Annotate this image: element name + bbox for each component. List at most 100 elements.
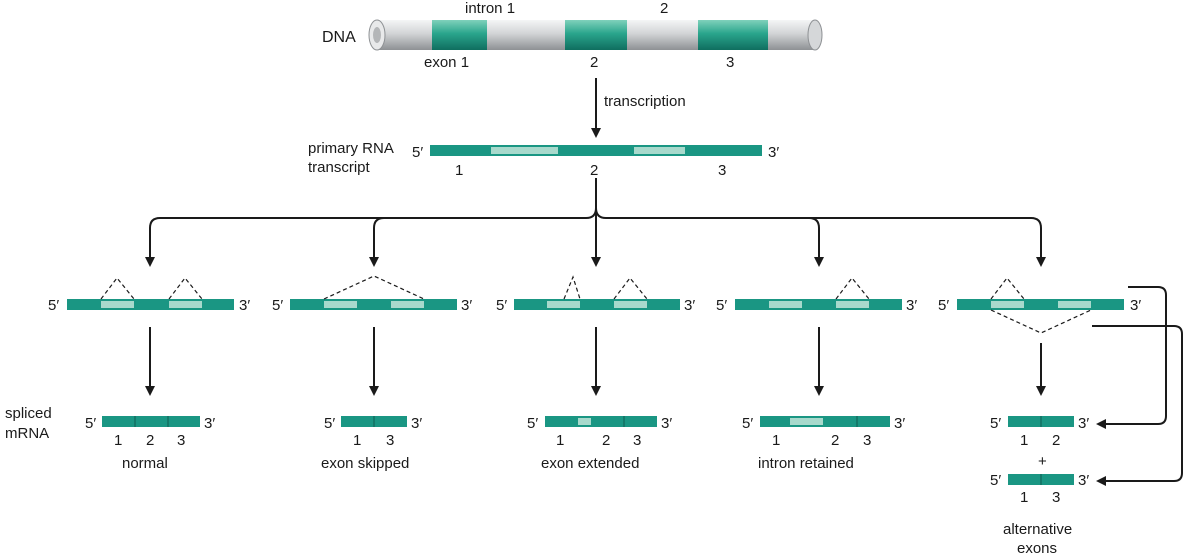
caption-normal: normal: [122, 455, 168, 472]
mrna-2-five: 5′: [324, 415, 335, 432]
mrna-5b-exon-3: 3: [1052, 489, 1060, 506]
branch-arrow-5: [595, 207, 1046, 267]
mrna-4-exon-2: 2: [831, 432, 839, 449]
mrna-4-strand: [760, 416, 890, 427]
mrna-2-exon-3: 3: [386, 432, 394, 449]
pattern-4-intron-2: [836, 301, 869, 308]
pattern-1-three: 3′: [239, 297, 250, 314]
pattern-5-splice-upper: [990, 277, 1025, 300]
mrna-2-three: 3′: [411, 415, 422, 432]
pattern-5-intron-2: [1058, 301, 1091, 308]
pattern-1-intron-2: [169, 301, 202, 308]
splice-pattern-exon-extended: 5′ 3′: [496, 275, 695, 314]
pattern-4-intron-1: [769, 301, 802, 308]
primary-three-prime: 3′: [768, 144, 779, 161]
pattern-4-five: 5′: [716, 297, 727, 314]
pattern-5-three: 3′: [1130, 297, 1141, 314]
caption-alternative-line1: alternative: [1003, 521, 1072, 538]
pattern-1-splice-1: [100, 277, 135, 300]
dna-exon-2-label: 2: [590, 54, 598, 71]
mrna-5b-three: 3′: [1078, 472, 1089, 489]
primary-exon-3-number: 3: [718, 162, 726, 179]
mrna-intron-retained: 5′ 3′ 1 2 3 intron retained: [742, 415, 905, 472]
dna-intron-1-label: intron 1: [465, 0, 515, 17]
primary-exon-2-number: 2: [590, 162, 598, 179]
mrna-5b-exon-1: 1: [1020, 489, 1028, 506]
mrna-exon-extended: 5′ 3′ 1 2 3 exon extended: [527, 415, 672, 472]
branch-arrow-4: [808, 217, 824, 267]
mrna-4-five: 5′: [742, 415, 753, 432]
pattern-1-strand: [67, 299, 234, 310]
mrna-1-strand: [102, 416, 200, 427]
primary-label-line1: primary RNA: [308, 140, 394, 157]
mrna-3-three: 3′: [661, 415, 672, 432]
mrna-5a-exon-2: 2: [1052, 432, 1060, 449]
dna-intron-2-label: 2: [660, 0, 668, 17]
spliced-label-line2: mRNA: [5, 425, 49, 442]
mrna-alternative-exons: 5′ 3′ 1 2 + 5′ 3′ 1 3 alternative exons: [990, 415, 1089, 557]
primary-label-line2: transcript: [308, 159, 371, 176]
mrna-3-exon-2: 2: [602, 432, 610, 449]
mrna-exon-skipped: 5′ 3′ 1 3 exon skipped: [321, 415, 422, 472]
pattern-3-splice-2: [613, 277, 648, 300]
splicing-arrows: [145, 286, 1183, 486]
dna-exon-2: [565, 20, 627, 50]
primary-intron-1: [491, 147, 558, 154]
pattern-2-three: 3′: [461, 297, 472, 314]
caption-alternative-line2: exons: [1017, 540, 1057, 557]
mrna-4-exon-3: 3: [863, 432, 871, 449]
primary-intron-2: [634, 147, 685, 154]
branch-arrow-2: [369, 217, 385, 267]
pattern-3-three: 3′: [684, 297, 695, 314]
pattern-2-splice: [323, 275, 425, 300]
mrna-normal: 5′ 3′ 1 2 3 normal: [85, 415, 215, 472]
branch-arrow-1: [145, 207, 597, 267]
pattern-3-five: 5′: [496, 297, 507, 314]
pattern-1-splice-2: [168, 277, 203, 300]
mrna-5a-exon-1: 1: [1020, 432, 1028, 449]
dna-exon-3: [698, 20, 768, 50]
mrna-4-three: 3′: [894, 415, 905, 432]
primary-five-prime: 5′: [412, 144, 423, 161]
mrna-5a-five: 5′: [990, 415, 1001, 432]
mrna-4-retained-intron: [790, 418, 823, 425]
mrna-3-five: 5′: [527, 415, 538, 432]
pattern-3-intron-1: [547, 301, 580, 308]
dna-end-right: [807, 19, 823, 51]
mrna-5b-five: 5′: [990, 472, 1001, 489]
mrna-5a-three: 3′: [1078, 415, 1089, 432]
caption-exon-extended: exon extended: [541, 455, 639, 472]
pattern-5-strand: [957, 299, 1124, 310]
pattern-3-splice-1: [563, 275, 581, 300]
pattern-1-five: 5′: [48, 297, 59, 314]
alt-arrow-upper: [1096, 286, 1167, 429]
dna-exon-3-label: 3: [726, 54, 734, 71]
splice-pattern-intron-retained: 5′ 3′: [716, 277, 917, 314]
pattern-5-five: 5′: [938, 297, 949, 314]
mrna-3-exon-1: 1: [556, 432, 564, 449]
primary-strand: [430, 145, 762, 156]
mrna-1-three: 3′: [204, 415, 215, 432]
primary-transcript: primary RNA transcript 5′ 3′ 1 2 3: [308, 140, 779, 179]
mrna-1-exon-1: 1: [114, 432, 122, 449]
splice-pattern-alternative: 5′ 3′: [938, 277, 1141, 334]
branch-connectors: [145, 178, 1046, 267]
pattern-2-strand: [290, 299, 457, 310]
mrna-4-exon-1: 1: [772, 432, 780, 449]
mrna-1-exon-2: 2: [146, 432, 154, 449]
spliced-label-line1: spliced: [5, 405, 52, 422]
pattern-2-intron-1: [324, 301, 357, 308]
pattern-4-three: 3′: [906, 297, 917, 314]
mrna-2-exon-1: 1: [353, 432, 361, 449]
mrna-1-five: 5′: [85, 415, 96, 432]
pattern-3-intron-2: [614, 301, 647, 308]
mrna-1-exon-3: 3: [177, 432, 185, 449]
pattern-2-five: 5′: [272, 297, 283, 314]
transcription-label: transcription: [604, 93, 686, 110]
dna-end-hole: [373, 27, 381, 43]
alt-plus-sign: +: [1038, 453, 1047, 470]
pattern-1-intron-1: [101, 301, 134, 308]
pattern-5-intron-1: [991, 301, 1024, 308]
